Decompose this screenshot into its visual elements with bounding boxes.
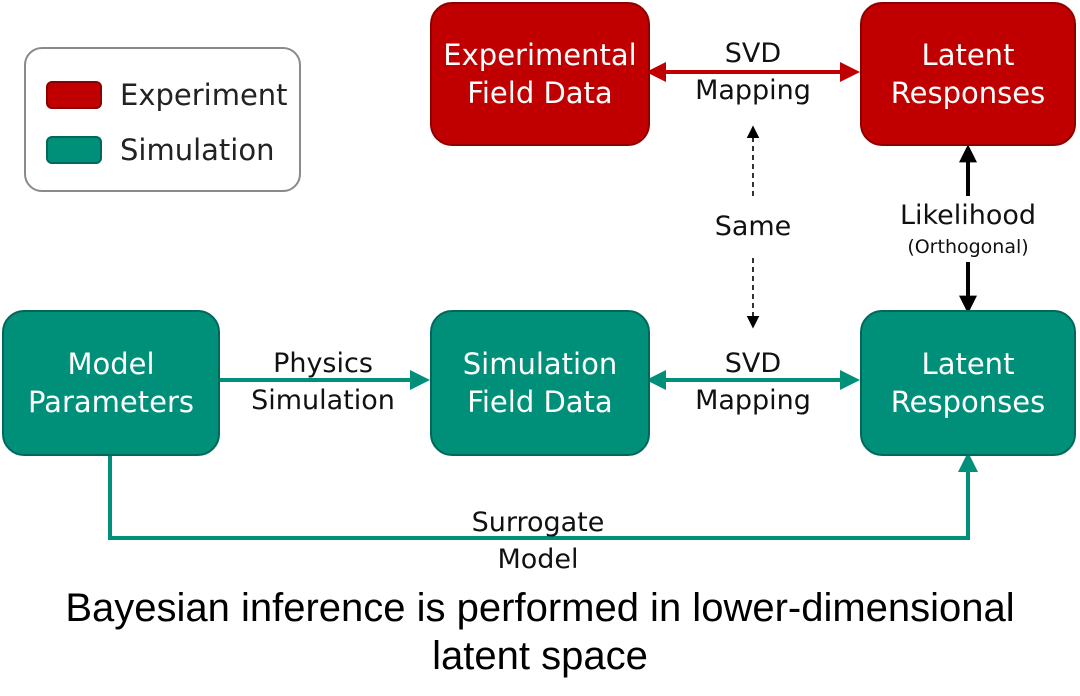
experimental-field-data-box: Experimental Field Data: [430, 2, 650, 146]
model-parameters-line-1: Model: [67, 347, 155, 381]
latent-responses-simulation-line-1: Latent: [921, 347, 1015, 381]
latent-responses-experiment-box: Latent Responses: [860, 2, 1076, 146]
experimental-field-data-line-1: Experimental: [443, 38, 637, 72]
legend-swatch-experiment: [46, 81, 102, 109]
legend: Experiment Simulation: [24, 47, 301, 192]
likelihood-note: (Orthogonal): [907, 236, 1029, 258]
surrogate-model-line-2: Model: [497, 544, 579, 575]
experimental-field-data-line-2: Field Data: [467, 76, 613, 110]
surrogate-model-label: Surrogate Model: [438, 504, 638, 578]
likelihood-text: Likelihood: [899, 200, 1037, 231]
simulation-field-data-line-1: Simulation: [462, 347, 618, 381]
svd-mapping-experiment-line-2: Mapping: [695, 75, 811, 106]
svd-mapping-experiment-label: SVD Mapping: [663, 35, 843, 109]
legend-label-experiment: Experiment: [120, 78, 288, 112]
latent-responses-simulation-box: Latent Responses: [860, 310, 1076, 456]
svd-mapping-simulation-label: SVD Mapping: [663, 345, 843, 419]
svd-mapping-simulation-line-2: Mapping: [695, 385, 811, 416]
surrogate-model-arrow: [108, 452, 978, 540]
simulation-field-data-box: Simulation Field Data: [430, 310, 650, 456]
latent-responses-experiment-line-2: Responses: [890, 76, 1046, 110]
latent-responses-simulation-line-2: Responses: [890, 385, 1046, 419]
svd-mapping-experiment-line-1: SVD: [724, 38, 782, 69]
same-label: Same: [693, 208, 813, 245]
legend-label-simulation: Simulation: [120, 133, 275, 167]
legend-item-simulation: Simulation: [46, 133, 274, 167]
legend-item-experiment: Experiment: [46, 78, 288, 112]
caption: Bayesian inference is performed in lower…: [0, 584, 1080, 680]
simulation-field-data-line-2: Field Data: [467, 385, 613, 419]
caption-line-1: Bayesian inference is performed in lower…: [65, 586, 1015, 630]
physics-simulation-line-1: Physics: [273, 348, 373, 379]
legend-swatch-simulation: [46, 136, 102, 164]
latent-responses-experiment-line-1: Latent: [921, 38, 1015, 72]
physics-simulation-line-2: Simulation: [251, 385, 395, 416]
surrogate-model-line-1: Surrogate: [471, 507, 605, 538]
physics-simulation-label: Physics Simulation: [228, 345, 418, 419]
likelihood-label: Likelihood (Orthogonal): [868, 197, 1068, 260]
same-text: Same: [714, 211, 792, 242]
caption-line-2: latent space: [432, 634, 648, 678]
model-parameters-box: Model Parameters: [2, 310, 220, 456]
model-parameters-line-2: Parameters: [28, 385, 194, 419]
svd-mapping-simulation-line-1: SVD: [724, 348, 782, 379]
